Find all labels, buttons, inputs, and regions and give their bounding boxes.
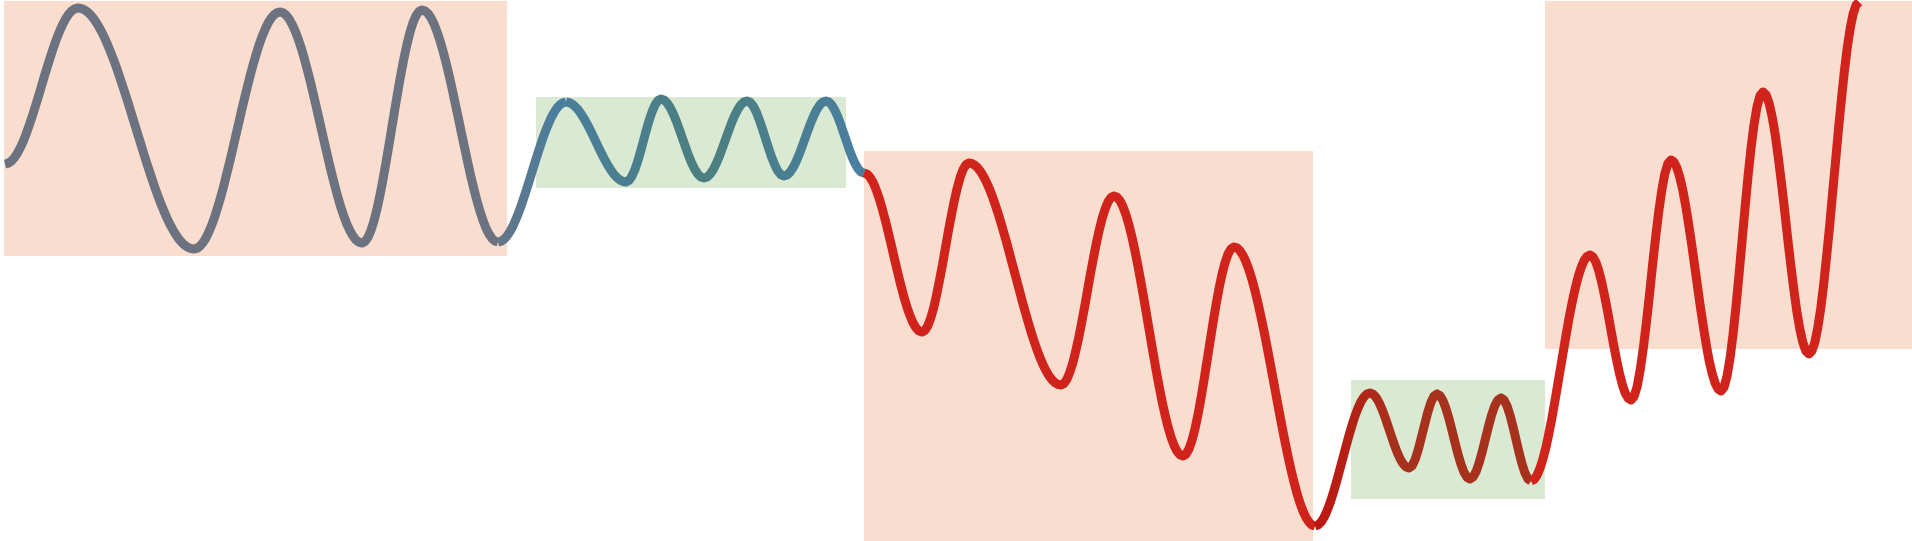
region-3 (864, 151, 1313, 541)
segment-1 (3, 3, 500, 254)
segment-1-transition (496, 97, 568, 247)
segment-5 (1529, 0, 1863, 486)
region-1 (4, 1, 507, 256)
segment-2 (564, 94, 866, 187)
regions-layer (4, 1, 1912, 541)
segment-4 (1313, 388, 1534, 531)
segment-3 (862, 158, 1317, 531)
wave-layer (3, 0, 1863, 531)
region-5 (1545, 1, 1912, 349)
